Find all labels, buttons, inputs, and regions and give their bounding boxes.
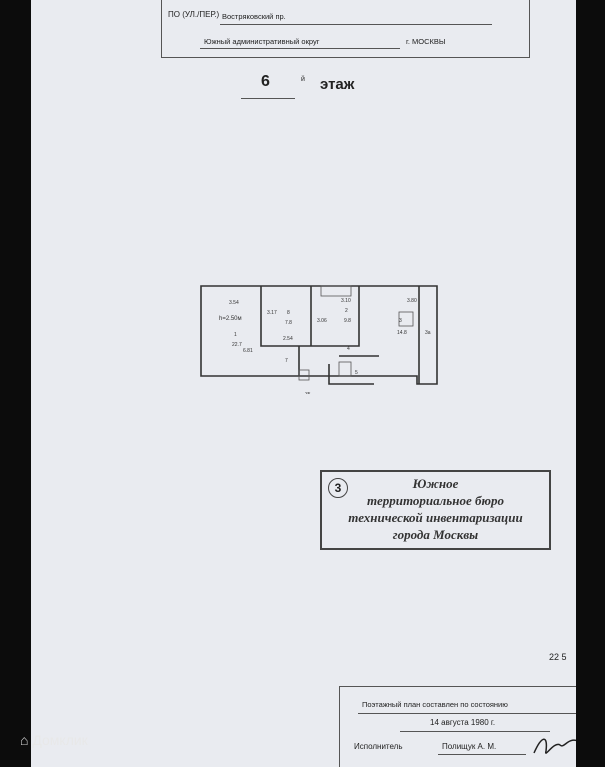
ceiling-height: h=2.50м — [219, 316, 242, 322]
sheet-number: 22 5 — [549, 652, 567, 662]
room-3-area: 14.8 — [397, 330, 407, 336]
street-value: Востряковский пр. — [222, 12, 286, 21]
stamp-line-4: города Москвы — [392, 527, 479, 542]
domclick-label: Домклик — [32, 732, 88, 748]
floor-number: 6 — [261, 73, 270, 90]
dim-3-17: 3.17 — [267, 310, 277, 316]
dim-3-80: 3.80 — [407, 298, 417, 304]
plan-made-text: Поэтажный план составлен по состоянию — [362, 700, 508, 709]
dim-2-54: 2.54 — [283, 336, 293, 342]
room-2-number: 2 — [345, 308, 348, 314]
room-7-number: 7 — [285, 358, 288, 364]
room-2-area: 9.8 — [344, 318, 351, 324]
domclick-watermark: ⌂ Домклик — [20, 732, 88, 748]
room-8-number: 8 — [287, 310, 290, 316]
stamp-line-1: Южное — [412, 476, 459, 491]
stamp-number: 3 — [328, 478, 348, 498]
footer-box: Поэтажный план составлен по состоянию 14… — [339, 686, 576, 767]
plan-date: 14 августа 1980 г. — [430, 718, 496, 727]
district-value: Южный административный округ — [204, 37, 320, 46]
room-1-number: 1 — [234, 332, 237, 338]
floor-plan-drawing: 3.54 h=2.50м 1 22.7 8 7.8 3.17 2.54 3.10… — [200, 285, 438, 394]
room-1-area: 22.7 — [232, 342, 242, 348]
executor-name: Полищук А. М. — [442, 742, 497, 751]
dim-3-06: 3.06 — [317, 318, 327, 324]
signature-icon — [533, 738, 576, 754]
bti-stamp: 3 Южное территориальное бюро технической… — [320, 470, 551, 550]
stamp-line-3: технической инвентаризации — [348, 510, 523, 525]
executor-label: Исполнитель — [354, 742, 403, 751]
label-3a: 3а — [425, 330, 431, 336]
dim-6-81: 6.81 — [243, 348, 253, 354]
document-sheet: ПО (УЛ./ПЕР.) Востряковский пр. Южный ад… — [31, 0, 576, 767]
room-5-number: 5 — [355, 370, 358, 376]
street-label: ПО (УЛ./ПЕР.) — [168, 10, 220, 19]
floor-label: этаж — [320, 76, 355, 93]
dim-3-10: 3.10 — [341, 298, 351, 304]
room-8-area: 7.8 — [285, 320, 292, 326]
room-3-number: 3 — [399, 318, 402, 324]
stamp-line-2: территориальное бюро — [367, 493, 504, 508]
city-value: г. МОСКВЫ — [406, 37, 446, 46]
floor-suffix: й — [301, 76, 305, 83]
room-4-number: 4 — [347, 346, 350, 352]
dim-3-54: 3.54 — [229, 300, 239, 306]
label-35: 35 — [305, 392, 311, 394]
address-header-box: ПО (УЛ./ПЕР.) Востряковский пр. Южный ад… — [161, 0, 530, 58]
domclick-logo-icon: ⌂ — [20, 732, 29, 748]
